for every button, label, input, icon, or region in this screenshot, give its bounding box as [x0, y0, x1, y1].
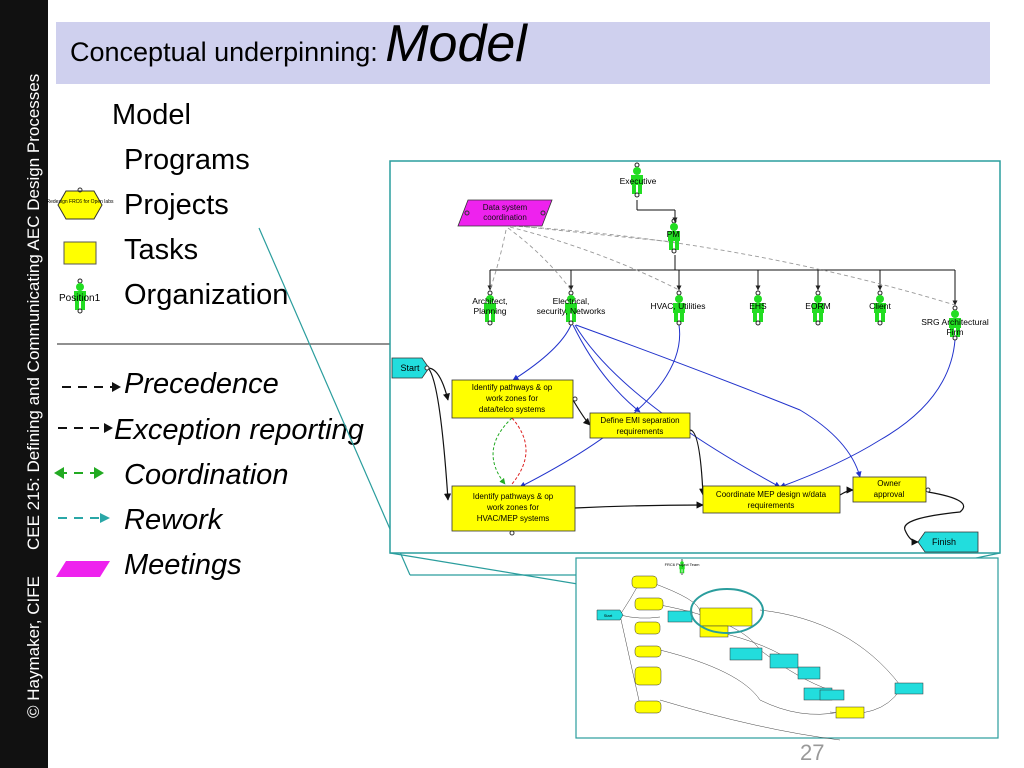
start-milestone[interactable]: Start: [391, 357, 430, 379]
meeting-label-2: coordination: [483, 213, 527, 222]
org-lines: [487, 200, 958, 306]
task-label: work zones for: [486, 503, 539, 512]
legend-programs: Programs: [124, 144, 250, 176]
svg-text:Start: Start: [604, 613, 613, 618]
legend-projects: Projects: [124, 189, 229, 221]
position-label: security, Networks: [537, 306, 606, 316]
position-ehs[interactable]: EHS: [749, 290, 767, 326]
title-prefix: Conceptual underpinning:: [70, 37, 386, 67]
thumbnail-diagram: FRC6 Project Team Start: [596, 559, 924, 741]
finish-label: Finish: [932, 537, 956, 547]
rework-line-icon: [58, 513, 110, 523]
position-electrical[interactable]: Electrical, security, Networks: [537, 290, 606, 326]
position-srg[interactable]: SRG Architectural Firm: [921, 305, 989, 341]
position-label: Executive: [620, 176, 657, 186]
exception-line-icon: [58, 423, 113, 433]
position-client[interactable]: Client: [869, 290, 892, 326]
title-emphasis: Model: [385, 15, 527, 73]
meeting-data-system-coordination[interactable]: Data system coordination: [457, 199, 553, 227]
zoom-highlight-ellipse: [690, 588, 764, 634]
page-number: 27: [800, 740, 825, 765]
sidebar: CEE 215: Defining and Communicating AEC …: [0, 0, 48, 768]
position-label: Client: [869, 301, 891, 311]
coordination-link: [492, 417, 513, 485]
task-label: requirements: [748, 501, 795, 510]
position-eorm[interactable]: EORM: [805, 290, 831, 326]
legend-model: Model: [112, 99, 191, 131]
task-owner-approval[interactable]: Owner approval: [852, 476, 931, 503]
position-pm[interactable]: PM: [667, 218, 681, 254]
position-label: Planning: [473, 306, 506, 316]
task-coordinate-mep[interactable]: Coordinate MEP design w/data requirement…: [702, 485, 841, 514]
task-label: data/telco systems: [479, 405, 545, 414]
finish-milestone[interactable]: Finish: [917, 531, 979, 553]
project-icon: Redesign FRC6 for Open labs: [47, 187, 114, 220]
precedence-line-icon: [62, 382, 121, 392]
task-label: Coordinate MEP design w/data: [716, 490, 827, 499]
page-title: Conceptual underpinning: Model: [70, 14, 527, 74]
responsibility-links: [512, 324, 956, 488]
legend-tasks: Tasks: [124, 234, 199, 266]
meeting-icon: [56, 561, 110, 577]
task-label: work zones for: [485, 394, 538, 403]
meeting-label-1: Data system: [483, 203, 528, 212]
title-band: [56, 22, 990, 84]
position-executive[interactable]: Executive: [620, 162, 657, 198]
task-label: HVAC/MEP systems: [477, 514, 550, 523]
position-label: Electrical,: [553, 296, 590, 306]
task-label: Identify pathways & op: [473, 492, 554, 501]
position-hvac[interactable]: HVAC, Utilities: [650, 290, 706, 326]
precedence-links: [427, 367, 965, 546]
task-label: Identify pathways & op: [472, 383, 553, 392]
position-icon-label: Position1: [59, 293, 101, 304]
position-label: SRG Architectural: [921, 317, 989, 327]
position-label: Architect,: [472, 296, 507, 306]
thumbnail-title: FRC6 Project Team: [665, 562, 700, 567]
legend-exception: Exception reporting: [114, 414, 364, 446]
legend-meetings: Meetings: [124, 549, 242, 581]
exception-link: [511, 417, 527, 485]
callout-line: [258, 227, 411, 576]
position-label: EORM: [805, 301, 831, 311]
legend-organization: Organization: [124, 279, 289, 311]
task-hvac-pathways[interactable]: Identify pathways & op work zones for HV…: [451, 485, 576, 536]
position-icon: Position1: [59, 278, 101, 314]
task-data-telco-pathways[interactable]: Identify pathways & op work zones for da…: [451, 379, 578, 419]
position-architect[interactable]: Architect, Planning: [472, 290, 508, 326]
project-icon-label: Redesign FRC6 for Open labs: [47, 199, 114, 205]
position-label: HVAC, Utilities: [650, 301, 705, 311]
legend-coordination: Coordination: [124, 459, 289, 491]
task-label: approval: [874, 490, 905, 499]
position-label: PM: [667, 229, 680, 239]
task-label: Define EMI separation: [600, 416, 679, 425]
task-define-emi[interactable]: Define EMI separation requirements: [589, 412, 691, 439]
legend-rework: Rework: [124, 504, 223, 536]
task-label: requirements: [617, 427, 664, 436]
position-label: Firm: [947, 327, 964, 337]
task-icon: [63, 241, 97, 265]
meeting-links: [489, 224, 956, 306]
coordination-line-icon: [54, 467, 104, 479]
task-label: Owner: [877, 479, 901, 488]
position-label: EHS: [749, 301, 767, 311]
start-label: Start: [400, 363, 420, 373]
legend-precedence: Precedence: [124, 368, 279, 400]
